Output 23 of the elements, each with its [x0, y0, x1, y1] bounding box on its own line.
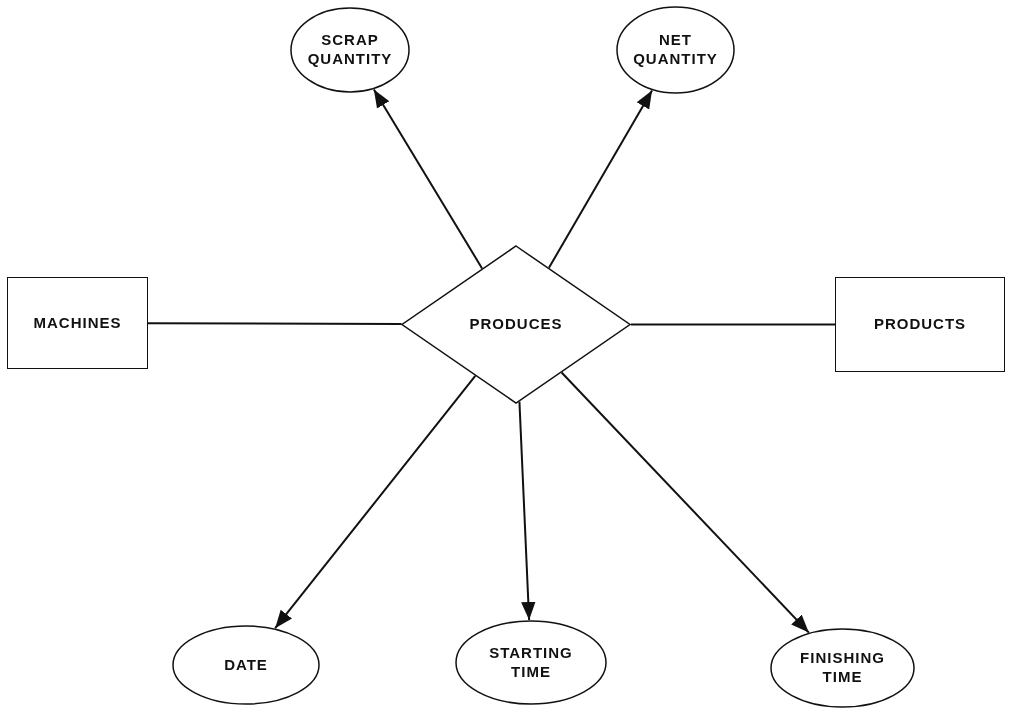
node-label: DATE	[224, 655, 268, 675]
node-label: STARTING TIME	[488, 643, 574, 682]
node-label: MACHINES	[33, 313, 122, 333]
node-label: FINISHING TIME	[799, 649, 886, 687]
relationship-diamond	[401, 245, 631, 404]
arrow	[372, 88, 484, 270]
connector-line	[630, 323, 836, 326]
arrow	[547, 89, 653, 269]
attribute-ellipse	[172, 625, 320, 705]
node-label: SCRAP QUANTITY	[306, 31, 394, 69]
attribute-ellipse	[616, 6, 735, 94]
arrow	[274, 374, 477, 630]
arrow	[518, 400, 536, 621]
node-label: PRODUCTS	[873, 315, 967, 334]
attribute-ellipse	[290, 7, 410, 93]
connector-line	[147, 322, 403, 326]
entity-box	[7, 277, 148, 369]
node-label: PRODUCES	[469, 315, 563, 334]
attribute-ellipse	[455, 620, 607, 705]
arrow	[560, 371, 810, 634]
attribute-ellipse	[770, 628, 915, 708]
node-label: NET QUANTITY	[632, 31, 719, 69]
entity-box	[835, 277, 1005, 372]
